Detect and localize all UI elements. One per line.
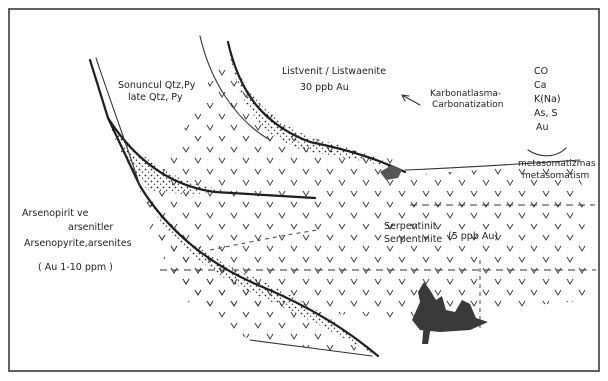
label-serpentinit: Serpentinit — [384, 221, 437, 232]
label-listvenit: Listvenit / Listwaenite — [282, 66, 386, 77]
label-karbonatlasma: Karbonatlasma- — [430, 89, 501, 99]
carbonatization-arrow — [402, 95, 420, 105]
fault-left-outer — [96, 58, 140, 186]
label-serpentinite: Serpentinite — [384, 234, 442, 245]
label-5ppb: (5 ppb Au) — [448, 231, 498, 242]
label-co: CO — [534, 66, 548, 77]
label-metasomatism: metasomatism — [522, 171, 589, 181]
label-kna: K(Na) — [534, 94, 561, 105]
label-late: late Qtz, Py — [128, 92, 183, 103]
label-sonuncul: Sonuncul Qtz,Py — [118, 80, 196, 91]
label-metasomatizmas: metasomatizmas — [518, 159, 596, 169]
label-as-s: As, S — [534, 108, 558, 119]
label-au-range: ( Au 1-10 ppm ) — [38, 262, 113, 273]
label-ca: Ca — [534, 80, 546, 91]
label-au: Au — [536, 122, 549, 133]
label-30ppb: 30 ppb Au — [300, 82, 349, 93]
label-arsenopyrite: Arsenopyrite,arsenites — [24, 238, 132, 249]
label-carbonatization: Carbonatization — [432, 100, 503, 110]
label-arsenitler: arsenitler — [68, 222, 113, 233]
metasomatism-arc — [528, 148, 566, 156]
label-arsenopirit: Arsenopirit ve — [22, 208, 89, 219]
